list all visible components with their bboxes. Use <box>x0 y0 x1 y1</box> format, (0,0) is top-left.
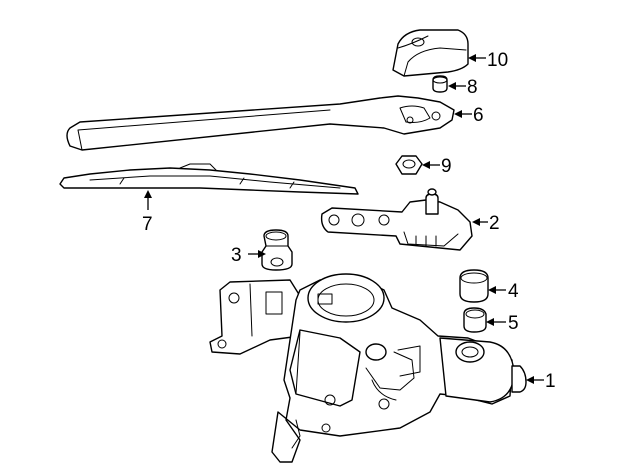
part-spacer[interactable] <box>463 307 487 333</box>
part-wiper-motor[interactable] <box>209 273 527 463</box>
callout-10: 10 <box>487 50 508 71</box>
part-bushing[interactable] <box>261 229 293 271</box>
callout-6: 6 <box>473 105 484 126</box>
callout-5: 5 <box>508 313 519 334</box>
callout-8: 8 <box>467 77 478 98</box>
part-pivot-housing[interactable] <box>320 188 473 251</box>
part-wiper-arm[interactable] <box>66 95 455 151</box>
callout-2: 2 <box>489 213 500 234</box>
callout-3: 3 <box>231 245 242 266</box>
part-wiper-blade[interactable] <box>59 163 359 195</box>
callout-1: 1 <box>545 371 556 392</box>
callout-7: 7 <box>142 214 153 235</box>
part-nut[interactable] <box>432 75 448 93</box>
callout-labels: 10 8 6 9 7 2 3 4 5 1 <box>142 50 556 392</box>
part-seal[interactable] <box>459 269 489 303</box>
leader-lines <box>144 54 544 384</box>
callout-4: 4 <box>508 281 519 302</box>
part-wiper-arm-cap[interactable] <box>392 29 469 77</box>
part-grommet[interactable] <box>395 155 423 175</box>
callout-9: 9 <box>441 156 452 177</box>
